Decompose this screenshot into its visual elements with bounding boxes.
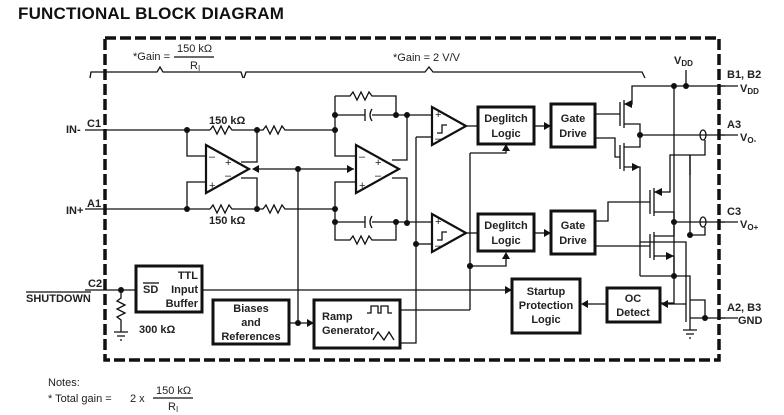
pin-shutdown-number: C2 (88, 278, 102, 290)
resistor-input-top (258, 124, 335, 136)
resistor-300k (114, 290, 128, 341)
svg-text:–: – (225, 170, 232, 182)
square-wave-icon (367, 305, 392, 314)
pin-vdd-name: VDD (740, 83, 759, 96)
pin-vo-minus-name: VO- (740, 132, 757, 145)
pin-in-plus-name: IN+ (66, 205, 83, 217)
notes-denominator: RI (168, 401, 178, 414)
chip-boundary (103, 36, 721, 362)
svg-text:TTL: TTL (178, 270, 198, 282)
svg-text:Logic: Logic (491, 235, 520, 247)
gain-brace-right (243, 65, 646, 79)
gain-left-denominator: RI (190, 60, 200, 73)
svg-text:Drive: Drive (559, 128, 587, 140)
svg-text:–: – (375, 170, 382, 182)
svg-text:Generator: Generator (322, 325, 375, 337)
diagram-title: FUNCTIONAL BLOCK DIAGRAM (18, 4, 285, 23)
svg-text:References: References (221, 331, 280, 343)
resistor-bottom-value: 150 kΩ (209, 215, 246, 227)
ramp-generator (312, 298, 402, 350)
svg-text:Ramp: Ramp (322, 311, 353, 323)
svg-text:+: + (225, 157, 231, 169)
notes-numerator: 150 kΩ (156, 385, 191, 397)
svg-text:Input: Input (171, 284, 198, 296)
resistor-150k-bottom (209, 203, 258, 215)
gain-right-label: *Gain = 2 V/V (393, 52, 461, 64)
biases-and-references (211, 298, 291, 346)
svg-text:+: + (375, 157, 381, 169)
svg-text:Detect: Detect (616, 307, 650, 319)
notes-factor: 2 x (130, 393, 145, 405)
opamp-input (204, 143, 252, 195)
comparator-top (430, 105, 469, 147)
comparator-bottom (430, 212, 469, 254)
resistor-input-bottom (258, 203, 335, 215)
oc-detect (605, 286, 662, 324)
gain-left-prefix: *Gain = (133, 51, 170, 63)
svg-text:Logic: Logic (531, 314, 560, 326)
pin-in-plus-number: A1 (87, 198, 101, 210)
svg-text:–: – (435, 133, 442, 145)
pin-vo-plus-name: VO+ (740, 219, 759, 232)
notes-total-gain-prefix: * Total gain = (48, 393, 112, 405)
svg-text:Deglitch: Deglitch (484, 113, 528, 125)
pin-vo-plus-number: C3 (727, 206, 741, 218)
svg-text:+: + (359, 180, 365, 192)
svg-text:Gate: Gate (561, 113, 585, 125)
notes-heading: Notes: (48, 377, 80, 389)
svg-text:–: – (435, 240, 442, 252)
gain-left-numerator: 150 kΩ (177, 43, 212, 55)
svg-text:+: + (435, 216, 441, 228)
opamp-second (354, 143, 402, 195)
ttl-input-buffer (134, 264, 204, 314)
svg-text:+: + (435, 109, 441, 121)
gate-drive-top (549, 102, 597, 149)
triangle-wave-icon (372, 330, 395, 342)
resistor-top-value: 150 kΩ (209, 115, 246, 127)
pin-in-minus-name: IN- (66, 124, 81, 136)
vdd-top-label: VDD (674, 55, 693, 68)
gate-drive-bottom (549, 209, 597, 256)
svg-text:Startup: Startup (527, 286, 566, 298)
resistor-shutdown-value: 300 kΩ (139, 324, 176, 336)
svg-text:and: and (241, 317, 261, 329)
pin-gnd-number: A2, B3 (727, 302, 761, 314)
svg-text:+: + (209, 180, 215, 192)
startup-protection-logic (510, 277, 582, 335)
svg-text:OC: OC (625, 293, 642, 305)
svg-text:Logic: Logic (491, 128, 520, 140)
svg-text:Deglitch: Deglitch (484, 220, 528, 232)
pin-in-minus-number: C1 (87, 118, 101, 130)
ground-symbol (683, 299, 706, 339)
svg-text:–: – (209, 151, 216, 163)
pin-shutdown-name: SHUTDOWN (26, 293, 91, 305)
pin-vo-minus-number: A3 (727, 119, 741, 131)
svg-text:Drive: Drive (559, 235, 587, 247)
sd-label: SD (143, 284, 158, 296)
pin-gnd-name: GND (738, 315, 763, 327)
pin-vdd-number: B1, B2 (727, 69, 761, 81)
svg-text:Biases: Biases (233, 303, 268, 315)
svg-text:Protection: Protection (519, 300, 574, 312)
svg-text:–: – (359, 151, 366, 163)
svg-text:Buffer: Buffer (166, 298, 199, 310)
resistor-150k-top (209, 124, 258, 136)
gain-brace-left (89, 65, 244, 79)
svg-text:Gate: Gate (561, 220, 585, 232)
